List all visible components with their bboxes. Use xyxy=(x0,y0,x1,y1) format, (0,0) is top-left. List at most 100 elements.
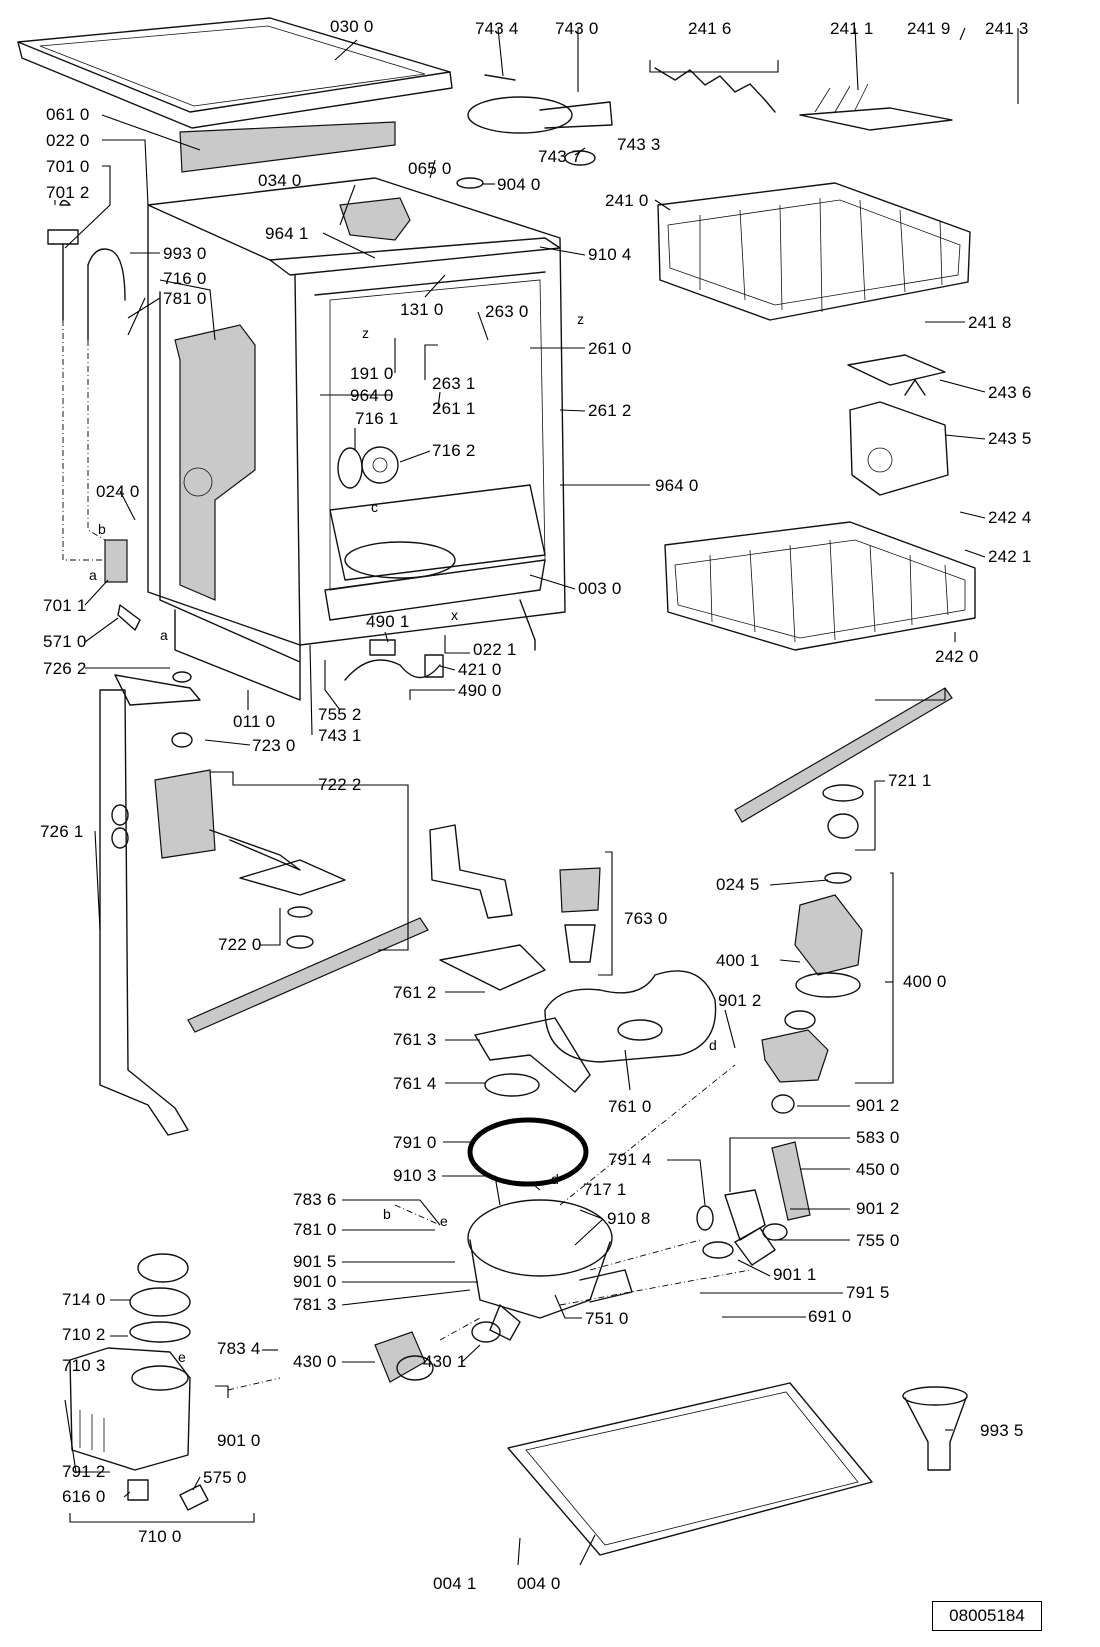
part-label-726-1: 726 1 xyxy=(40,822,84,841)
vent-part xyxy=(337,446,399,489)
part-label-910-4: 910 4 xyxy=(588,245,632,264)
part-label-751-0: 751 0 xyxy=(585,1309,629,1328)
part-label-781-0-upper: 781 0 xyxy=(163,289,207,308)
part-label-755-0: 755 0 xyxy=(856,1231,900,1250)
salt-funnel-part xyxy=(902,1386,968,1471)
part-label-721-1: 721 1 xyxy=(888,771,932,790)
part-label-783-4: 783 4 xyxy=(217,1339,261,1358)
base-frame-part xyxy=(507,1382,873,1556)
sump-seal-part xyxy=(467,1117,589,1187)
part-label-910-3: 910 3 xyxy=(393,1166,437,1185)
part-label-701-1: 701 1 xyxy=(43,596,87,615)
part-label-490-1: 490 1 xyxy=(366,612,410,631)
part-label-263-0: 263 0 xyxy=(485,302,529,321)
part-label-993-0: 993 0 xyxy=(163,244,207,263)
part-label-761-4: 761 4 xyxy=(393,1074,437,1093)
part-label-061-0: 061 0 xyxy=(46,105,90,124)
insulation-strip-part xyxy=(179,121,396,173)
part-label-022-1: 022 1 xyxy=(473,640,517,659)
part-label-901-1: 901 1 xyxy=(773,1265,817,1284)
part-label-191-0: 191 0 xyxy=(350,364,394,383)
part-label-400-0: 400 0 xyxy=(903,972,947,991)
part-label-004-0: 004 0 xyxy=(517,1574,561,1593)
part-label-743-0: 743 0 xyxy=(555,19,599,38)
part-label-717-1: 717 1 xyxy=(583,1180,627,1199)
part-label-003-0: 003 0 xyxy=(578,579,622,598)
part-label-421-0: 421 0 xyxy=(458,660,502,679)
connection-letter-d-sump: d xyxy=(551,1171,559,1187)
part-label-261-2: 261 2 xyxy=(588,401,632,420)
part-label-716-1: 716 1 xyxy=(355,409,399,428)
drawing-number-box: 08005184 xyxy=(932,1601,1042,1631)
part-label-575-0: 575 0 xyxy=(203,1468,247,1487)
part-label-710-2: 710 2 xyxy=(62,1325,106,1344)
part-label-901-2-upper: 901 2 xyxy=(718,991,762,1010)
part-label-131-0: 131 0 xyxy=(400,300,444,319)
part-label-616-0: 616 0 xyxy=(62,1487,106,1506)
connection-letter-z-right: z xyxy=(577,311,584,327)
connection-letter-z-left: z xyxy=(362,325,369,341)
part-label-691-0: 691 0 xyxy=(808,1307,852,1326)
connection-letter-x: x xyxy=(451,607,458,623)
part-label-065-0: 065 0 xyxy=(408,159,452,178)
part-label-791-5: 791 5 xyxy=(846,1283,890,1302)
connection-letter-d-right: d xyxy=(709,1037,717,1053)
part-label-743-3: 743 3 xyxy=(617,135,661,154)
inlet-hose-part xyxy=(47,199,141,631)
part-label-241-1: 241 1 xyxy=(830,19,874,38)
part-label-450-0: 450 0 xyxy=(856,1160,900,1179)
part-label-722-2: 722 2 xyxy=(318,775,362,794)
top-cover-part xyxy=(17,17,453,129)
micro-filter-part xyxy=(559,867,601,963)
wiring-part xyxy=(344,639,444,681)
part-label-761-2: 761 2 xyxy=(393,983,437,1002)
part-label-964-0-left: 964 0 xyxy=(350,386,394,405)
water-channel-part xyxy=(99,671,201,1136)
cabinet-frame-part xyxy=(147,177,566,701)
part-label-743-4: 743 4 xyxy=(475,19,519,38)
part-label-583-0: 583 0 xyxy=(856,1128,900,1147)
part-label-761-0: 761 0 xyxy=(608,1097,652,1116)
part-label-241-0: 241 0 xyxy=(605,191,649,210)
part-label-242-0: 242 0 xyxy=(935,647,979,666)
part-label-024-5: 024 5 xyxy=(716,875,760,894)
part-label-430-1: 430 1 xyxy=(423,1352,467,1371)
part-label-755-2: 755 2 xyxy=(318,705,362,724)
part-label-993-5: 993 5 xyxy=(980,1421,1024,1440)
part-label-004-1: 004 1 xyxy=(433,1574,477,1593)
part-label-430-0: 430 0 xyxy=(293,1352,337,1371)
part-label-243-6: 243 6 xyxy=(988,383,1032,402)
part-label-743-1: 743 1 xyxy=(318,726,362,745)
detergent-box-part xyxy=(339,177,484,241)
water-softener-part xyxy=(69,1253,209,1511)
part-label-714-0: 714 0 xyxy=(62,1290,106,1309)
circulation-pump-part xyxy=(761,872,863,1083)
part-label-964-1: 964 1 xyxy=(265,224,309,243)
part-label-791-4: 791 4 xyxy=(608,1150,652,1169)
part-label-743-7: 743 7 xyxy=(538,147,582,166)
connection-letter-a: a xyxy=(89,567,97,583)
lower-basket-part xyxy=(664,521,976,651)
part-label-783-6: 783 6 xyxy=(293,1190,337,1209)
part-label-910-8: 910 8 xyxy=(607,1209,651,1228)
part-label-781-3: 781 3 xyxy=(293,1295,337,1314)
connection-letter-e-sump: e xyxy=(440,1213,448,1229)
part-label-400-1: 400 1 xyxy=(716,951,760,970)
part-label-716-2: 716 2 xyxy=(432,441,476,460)
part-label-024-0: 024 0 xyxy=(96,482,140,501)
part-label-781-0-lower: 781 0 xyxy=(293,1220,337,1239)
part-label-710-0: 710 0 xyxy=(138,1527,182,1546)
part-label-241-9: 241 9 xyxy=(907,19,951,38)
part-label-243-5: 243 5 xyxy=(988,429,1032,448)
part-label-901-5: 901 5 xyxy=(293,1252,337,1271)
connection-lines xyxy=(62,320,751,1391)
lower-spray-arm-part xyxy=(154,732,429,1033)
drain-pump-part xyxy=(374,1321,501,1383)
part-label-241-6: 241 6 xyxy=(688,19,732,38)
part-label-571-0: 571 0 xyxy=(43,632,87,651)
tub-floor-part xyxy=(329,484,546,581)
channel-assembly-part xyxy=(429,824,591,1097)
connection-letter-c: c xyxy=(371,499,378,515)
filter-plate-part xyxy=(544,970,717,1063)
